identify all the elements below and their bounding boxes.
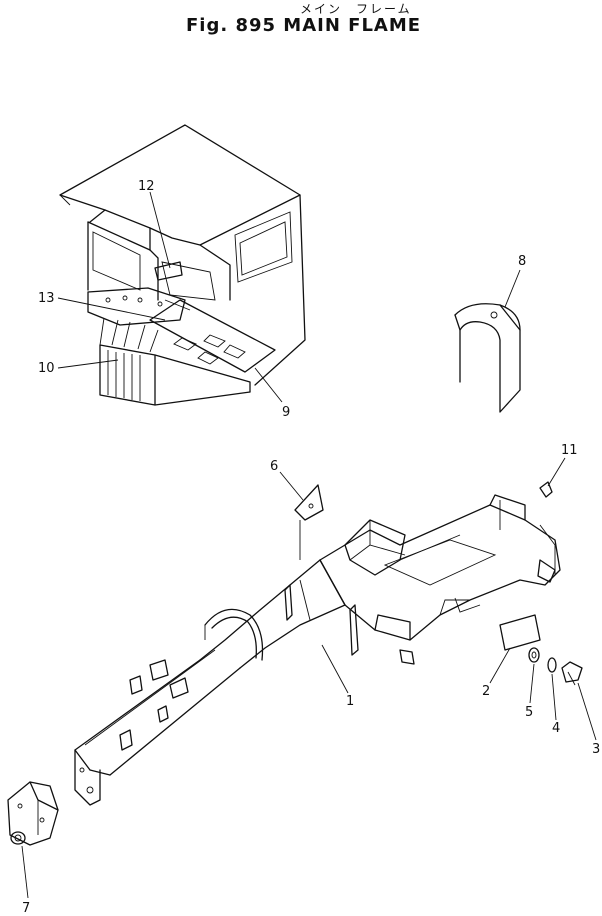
callout-8: 8 (518, 254, 526, 269)
callout-11: 11 (561, 443, 578, 458)
callout-5: 5 (525, 705, 533, 720)
callout-7: 7 (22, 901, 30, 916)
cab-drawing (59, 124, 306, 406)
callout-13: 13 (38, 291, 55, 306)
callout-2: 2 (482, 684, 490, 699)
japanese-title: メイン フレーム (300, 2, 412, 16)
callout-4: 4 (552, 721, 560, 736)
callout-10: 10 (38, 361, 55, 376)
plate-part (499, 614, 541, 651)
figure-title: Fig. 895 MAIN FLAME (186, 15, 422, 36)
callout-labels: 12 13 10 9 8 6 11 1 2 5 4 3 7 (22, 179, 600, 916)
callout-6: 6 (270, 459, 278, 474)
hardware-parts (528, 647, 583, 686)
main-frame (74, 494, 561, 806)
callout-9: 9 (282, 405, 290, 420)
bracket-part (294, 484, 324, 560)
callout-3: 3 (592, 742, 600, 757)
clip-part (539, 481, 553, 498)
callout-12: 12 (138, 179, 155, 194)
title-block: メイン フレーム Fig. 895 MAIN FLAME (0, 0, 602, 40)
leader-lines (21, 191, 597, 899)
callout-1: 1 (346, 694, 354, 709)
cover-part (454, 303, 521, 413)
bracket-assembly (7, 781, 59, 846)
